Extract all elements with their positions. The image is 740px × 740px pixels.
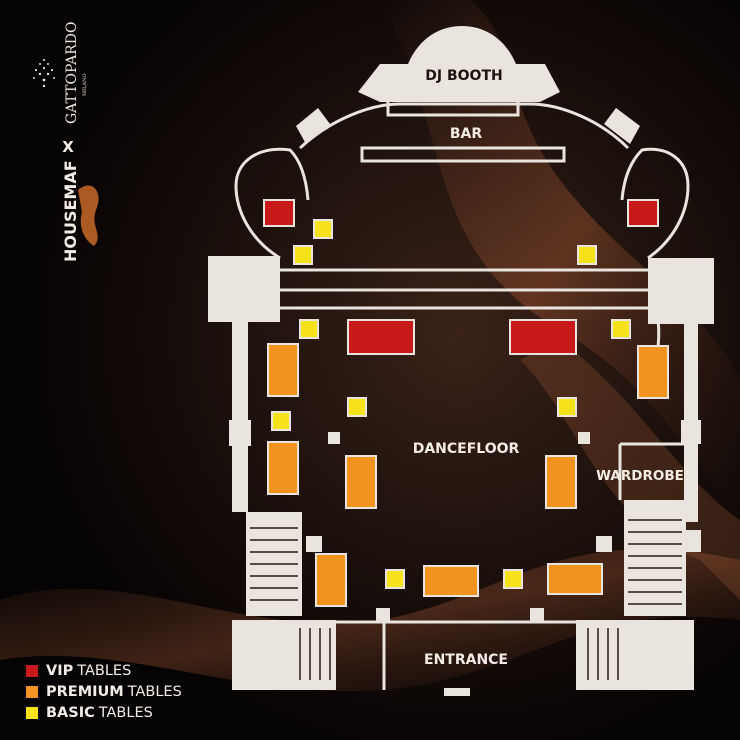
partner-name: GATTOPARDO [64,22,80,124]
legend-vip: VIP TABLES [26,660,182,681]
premium-table[interactable] [315,553,347,607]
partner-city: MILANO [82,74,88,97]
stair-steps [250,519,682,680]
vip-tables [263,199,659,355]
legend-premium-rest: TABLES [127,683,182,700]
vip-table[interactable] [627,199,659,227]
basic-table[interactable] [299,319,319,339]
legend-vip-rest: TABLES [77,662,132,679]
basic-tables [271,219,631,589]
dancefloor-label: DANCEFLOOR [413,441,520,457]
basic-table[interactable] [293,245,313,265]
legend-basic-strong: BASIC [46,704,95,721]
premium-table[interactable] [545,455,577,509]
legend-vip-strong: VIP [46,662,74,679]
collab-separator: X [62,138,74,156]
vip-table[interactable] [263,199,295,227]
basic-table[interactable] [313,219,333,239]
legend-basic-rest: TABLES [98,704,153,721]
wardrobe-label: WARDROBE [596,468,684,484]
bar-label: BAR [450,126,483,142]
dj-booth-label: DJ BOOTH [425,68,502,84]
housemaf-logo: HOUSEMAF [61,160,99,262]
basic-table[interactable] [577,245,597,265]
basic-table[interactable] [611,319,631,339]
premium-swatch [26,685,38,698]
premium-table[interactable] [267,343,299,397]
legend-basic: BASIC TABLES [26,702,182,723]
building-outlines [234,98,690,690]
basic-table[interactable] [271,411,291,431]
gattopardo-logo: GATTOPARDO MILANO [33,22,88,124]
vip-table[interactable] [347,319,415,355]
premium-table[interactable] [267,441,299,495]
premium-table[interactable] [637,345,669,399]
basic-swatch [26,706,38,719]
premium-table[interactable] [423,565,479,597]
premium-table[interactable] [547,563,603,595]
legend-premium: PREMIUM TABLES [26,681,182,702]
basic-table[interactable] [557,397,577,417]
basic-table[interactable] [385,569,405,589]
host-name: HOUSEMAF [61,160,80,262]
legend: VIP TABLES PREMIUM TABLES BASIC TABLES [26,660,182,723]
premium-tables [267,343,669,607]
legend-premium-strong: PREMIUM [46,683,124,700]
vip-table[interactable] [509,319,577,355]
basic-table[interactable] [347,397,367,417]
vip-swatch [26,664,38,677]
basic-table[interactable] [503,569,523,589]
leopard-crest-icon [33,59,55,88]
premium-table[interactable] [345,455,377,509]
entrance-label: ENTRANCE [424,652,508,668]
